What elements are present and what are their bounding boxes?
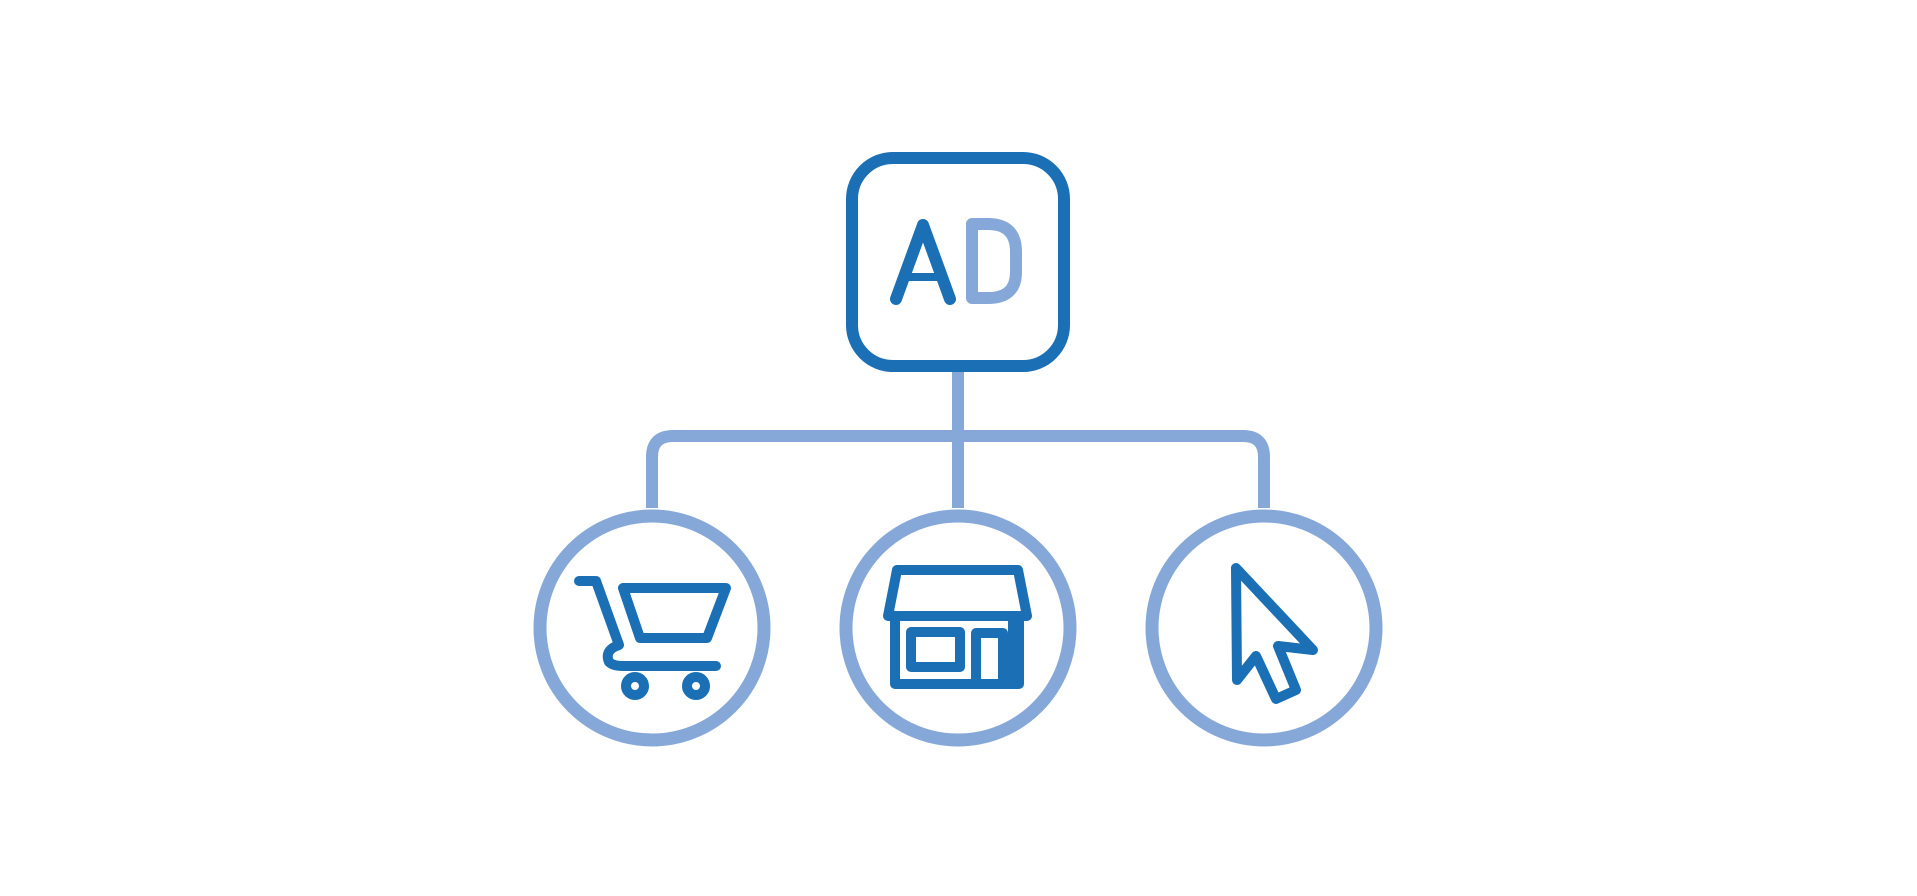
letter-a-outer [890, 219, 956, 305]
channel-node-click [1145, 509, 1383, 747]
storefront-icon [883, 565, 1032, 689]
ad-node: AD [846, 152, 1070, 372]
cart-node-circle [533, 509, 771, 747]
shopping-cart-icon [574, 576, 731, 700]
channel-node-store [839, 509, 1077, 747]
click-node-circle [1145, 509, 1383, 747]
letter-d [966, 218, 1022, 304]
connector-lines [646, 366, 1270, 508]
mouse-pointer-icon [1231, 563, 1318, 704]
ad-node-frame [846, 152, 1070, 372]
ad-icon [890, 218, 1022, 305]
channel-node-cart [533, 509, 771, 747]
letter-d-inner [979, 231, 1008, 291]
